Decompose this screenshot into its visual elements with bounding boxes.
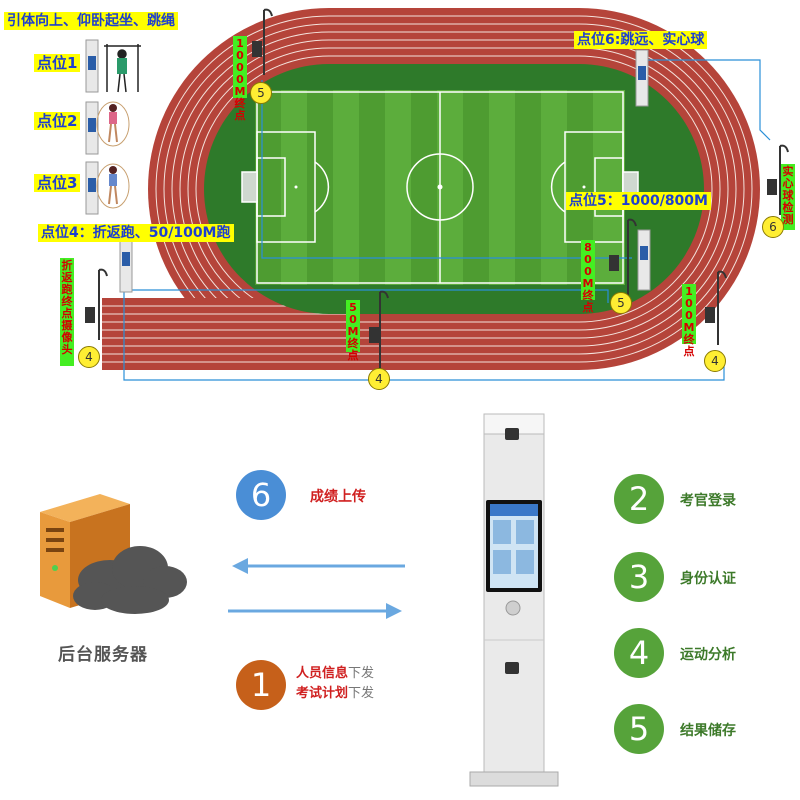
step-4-badge: 4	[614, 628, 664, 678]
kiosk-terminals	[85, 39, 651, 293]
label-point5-title: 点位5：1000/800M	[566, 192, 711, 210]
label-point2: 点位2	[34, 112, 81, 130]
point-marker-4-right: 4	[704, 350, 726, 372]
pullup-figure	[104, 44, 141, 93]
label-point3: 点位3	[34, 174, 81, 192]
step-1-line1-tail: 下发	[348, 666, 375, 681]
pitch-markings	[241, 91, 639, 284]
point-marker-4-left: 4	[78, 346, 100, 368]
vlabel-finish-1000m: 1000M终点	[233, 36, 247, 122]
step-1-line2: 考试计划下发	[296, 684, 374, 704]
label-point1: 点位1	[34, 54, 81, 72]
step-1-line2-red: 考试计划	[296, 686, 349, 701]
step-4-text: 运动分析	[680, 647, 736, 663]
vlabel-finish-100m: 100M终点	[682, 284, 696, 358]
vlabel-shotput-detect: 实心球检测	[781, 164, 795, 230]
cloud-icon	[73, 546, 187, 614]
track-lane-lines	[155, 15, 753, 363]
step-2-badge: 2	[614, 474, 664, 524]
camera-poles	[85, 8, 789, 368]
step-6-text: 成绩上传	[310, 489, 366, 505]
flow-diagram-graphics	[40, 413, 559, 787]
point-marker-5-top: 5	[250, 82, 272, 104]
label-point4-title: 点位4：折返跑、50/100M跑	[38, 224, 234, 242]
server-label: 后台服务器	[58, 645, 148, 665]
kiosk-terminal	[469, 413, 559, 787]
step-1-line1-red: 人员信息	[296, 666, 349, 681]
network-lines	[123, 59, 771, 381]
label-point6-title: 点位6:跳远、实心球	[574, 31, 708, 49]
point-marker-4-center: 4	[368, 368, 390, 390]
point-marker-6-right: 6	[762, 216, 784, 238]
label-top-left-title: 引体向上、仰卧起坐、跳绳	[4, 12, 178, 30]
step-3-text: 身份认证	[680, 571, 736, 587]
server-icon	[40, 494, 130, 608]
step-1-line2-tail: 下发	[348, 686, 375, 701]
stadium-diagram	[85, 8, 789, 381]
vlabel-shuttle-camera: 折返跑终点摄像头	[60, 258, 74, 366]
step-5-badge: 5	[614, 704, 664, 754]
step-2-text: 考官登录	[680, 493, 736, 509]
jumprope-figure-2	[96, 163, 130, 209]
vlabel-finish-800m: 800M终点	[581, 240, 595, 314]
point-marker-5-mid: 5	[610, 292, 632, 314]
sync-arrows	[228, 558, 405, 619]
step-5-text: 结果储存	[680, 723, 736, 739]
step-3-badge: 3	[614, 552, 664, 602]
vlabel-finish-50m: 50M终点	[346, 300, 360, 362]
step-1-badge: 1	[236, 660, 286, 710]
step-6-badge: 6	[236, 470, 286, 520]
jumprope-figure-1	[96, 101, 130, 147]
step-1-text: 人员信息下发 考试计划下发	[296, 664, 374, 704]
step-1-line1: 人员信息下发	[296, 664, 374, 684]
